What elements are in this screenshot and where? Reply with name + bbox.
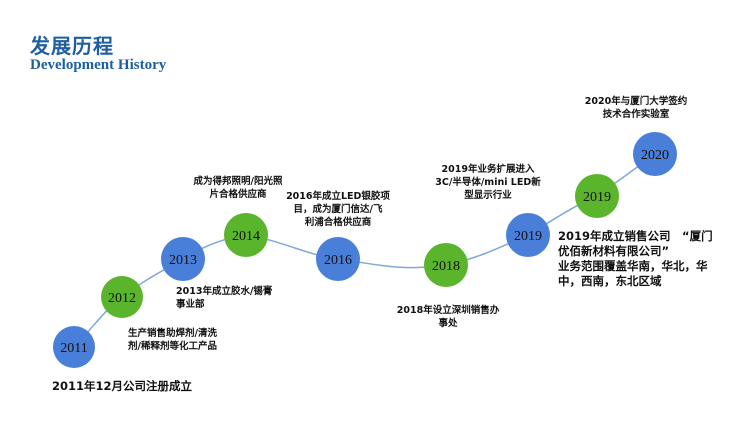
milestone-node-6 <box>506 213 550 257</box>
milestone-year-1: 2012 <box>108 291 136 306</box>
milestone-node-4 <box>316 237 360 281</box>
milestone-desc-6-line-3: 中，西南，东北区域 <box>558 274 662 288</box>
milestone-desc-3-line-1: 片合格供应商 <box>209 188 267 200</box>
milestone-node-8 <box>633 132 677 176</box>
milestone-year-7: 2019 <box>583 190 611 205</box>
milestone-desc-8-line-1: 技术合作实验室 <box>603 108 670 120</box>
milestone-node-2 <box>161 237 205 281</box>
milestone-desc-6-line-0: 2019年成立销售公司 “厦门 <box>558 229 713 243</box>
milestone-desc-8-line-0: 2020年与厦门大学签约 <box>585 95 687 107</box>
milestone-node-1 <box>101 276 143 318</box>
page-title: 发展历程 <box>30 34 114 58</box>
milestone-year-8: 2020 <box>641 148 669 163</box>
milestone-desc-5-line-1: 事处 <box>438 317 458 329</box>
milestone-desc-4-line-0: 2016年成立LED银胶项 <box>286 190 390 202</box>
milestone-desc-3-line-0: 成为得邦照明/阳光照 <box>194 175 283 187</box>
milestone-desc-1-line-1: 剂/稀释剂等化工产品 <box>127 340 217 352</box>
milestone-desc-7-line-2: 型显示行业 <box>464 189 512 201</box>
milestone-desc-4-line-1: 目，成为厦门信达/飞 <box>294 203 383 215</box>
milestone-node-5 <box>424 243 468 287</box>
milestone-desc-0-line-0: 2011年12月公司注册成立 <box>52 379 193 393</box>
milestone-desc-2-line-0: 2013年成立胶水/锡膏 <box>176 285 273 297</box>
milestone-node-0 <box>53 326 95 368</box>
milestone-year-3: 2014 <box>232 229 260 244</box>
milestone-year-0: 2011 <box>60 341 87 356</box>
milestone-year-5: 2018 <box>432 259 460 274</box>
milestone-year-6: 2019 <box>514 229 542 244</box>
milestone-desc-7-line-1: 3C/半导体/mini LED新 <box>435 176 541 188</box>
milestone-desc-2-line-1: 事业部 <box>176 298 205 310</box>
milestone-node-7 <box>575 174 619 218</box>
milestone-desc-7-line-0: 2019年业务扩展进入 <box>442 163 535 175</box>
milestone-desc-4-line-2: 利浦合格供应商 <box>304 216 372 228</box>
page-subtitle: Development History <box>30 57 167 73</box>
milestone-node-3 <box>224 213 268 257</box>
milestone-desc-1-line-0: 生产销售助焊剂/清洗 <box>128 327 217 339</box>
milestone-desc-5-line-0: 2018年设立深圳销售办 <box>397 304 500 316</box>
milestone-year-2: 2013 <box>169 253 197 268</box>
milestone-year-4: 2016 <box>324 253 352 268</box>
milestone-desc-6-line-2: 业务范围覆盖华南，华北，华 <box>558 259 708 273</box>
milestone-desc-6-line-1: 优佰新材料有限公司” <box>558 244 669 258</box>
